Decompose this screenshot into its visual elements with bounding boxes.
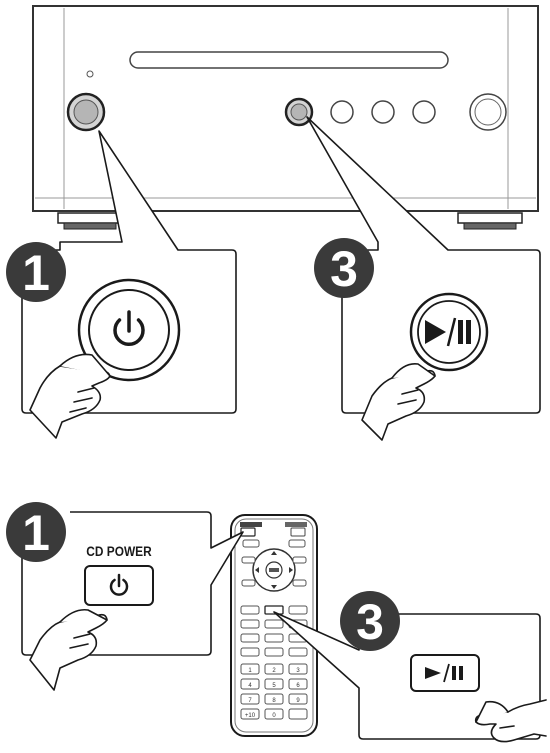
- remote-play-pause-button: [264, 605, 284, 615]
- play-pause-icon: [425, 317, 471, 347]
- remote-number-key: [288, 708, 308, 720]
- remote-number-key: [264, 663, 284, 675]
- foot-left: [57, 212, 123, 230]
- remote-dpad: [252, 548, 296, 592]
- remote-number-key: [264, 678, 284, 690]
- remote-number-key-label: 4: [248, 683, 252, 689]
- remote-number-pad: 1 2 3 4 5 6 7 8 9 +10 0: [240, 663, 308, 720]
- callout-power-unit: 1: [6, 130, 237, 439]
- play-pause-button-large: [409, 292, 489, 372]
- remote-number-key: [288, 678, 308, 690]
- front-button: [330, 100, 354, 124]
- remote-number-key: [264, 708, 284, 720]
- remote-number-key-label: 7: [248, 698, 252, 704]
- indicator-led: [86, 70, 94, 78]
- remote-number-key-label: 0: [272, 713, 276, 719]
- play-pause-knob: [284, 97, 314, 127]
- callout-panel: [273, 611, 541, 740]
- remote-button: [292, 579, 307, 587]
- remote-button: [288, 605, 308, 615]
- remote-number-key: [240, 693, 260, 705]
- remote-number-key: [288, 663, 308, 675]
- power-icon: [109, 573, 129, 596]
- remote-number-key-label: 1: [248, 668, 252, 674]
- remote-button: [240, 619, 260, 629]
- remote-button: [240, 633, 260, 643]
- disc-slot: [129, 51, 449, 69]
- remote-number-key: [288, 693, 308, 705]
- remote-number-key-label: 8: [272, 698, 276, 704]
- callout-play-unit: 3: [306, 116, 541, 441]
- step-number: 1: [22, 505, 50, 561]
- hand-pointing: [29, 608, 108, 691]
- step-number: 3: [330, 241, 358, 297]
- remote-button: [240, 605, 260, 615]
- remote-number-key-label: 5: [272, 683, 276, 689]
- remote-button: [264, 619, 284, 629]
- power-icon: [113, 310, 145, 347]
- remote-button: [240, 647, 260, 657]
- remote-button: [241, 556, 256, 564]
- hand-pointing: [29, 353, 111, 439]
- remote-button: [292, 556, 307, 564]
- remote-number-key: [240, 708, 260, 720]
- remote-number-key-label: 9: [296, 698, 300, 704]
- hand-pointing: [361, 362, 436, 441]
- step-number: 1: [22, 245, 50, 301]
- remote-number-key-label: 2: [272, 668, 276, 674]
- remote-number-key: [264, 693, 284, 705]
- remote-button: [241, 579, 256, 587]
- power-knob: [66, 92, 106, 132]
- foot-right: [457, 212, 523, 230]
- step-badge-1: 1: [6, 242, 66, 302]
- callout-power-remote: CD POWER 1: [6, 502, 244, 691]
- remote-number-key-label: +10: [245, 713, 256, 719]
- callout-play-remote: 3: [273, 591, 547, 743]
- play-pause-icon: [425, 663, 463, 683]
- cd-player-front: [32, 5, 539, 230]
- remote-label-strip: [285, 522, 307, 527]
- volume-knob: [469, 93, 507, 131]
- step-badge-3: 3: [340, 591, 400, 651]
- step-badge-3: 3: [314, 238, 374, 298]
- remote-button: [264, 647, 284, 657]
- remote-label-strip: [240, 522, 262, 527]
- remote-number-key-label: 3: [296, 668, 300, 674]
- remote-button: [264, 633, 284, 643]
- remote-button: [288, 647, 308, 657]
- step-badge-1: 1: [6, 502, 66, 562]
- step-number: 3: [356, 594, 384, 650]
- remote-button: [290, 527, 306, 537]
- remote-number-key: [240, 663, 260, 675]
- remote-number-key: [240, 678, 260, 690]
- power-button-large: [77, 278, 181, 382]
- remote-button: [242, 539, 260, 548]
- front-button: [412, 100, 436, 124]
- remote-power-button: [240, 527, 256, 537]
- remote-button: [288, 539, 306, 548]
- front-button: [371, 100, 395, 124]
- remote-number-key-label: 6: [296, 683, 300, 689]
- hand-pointing: [474, 699, 547, 743]
- remote-control: 1 2 3 4 5 6 7 8 9 +10 0: [230, 514, 318, 737]
- remote-play-pause-button-large: [410, 654, 480, 692]
- cd-power-button: [84, 565, 154, 606]
- cd-power-label: CD POWER: [86, 543, 152, 559]
